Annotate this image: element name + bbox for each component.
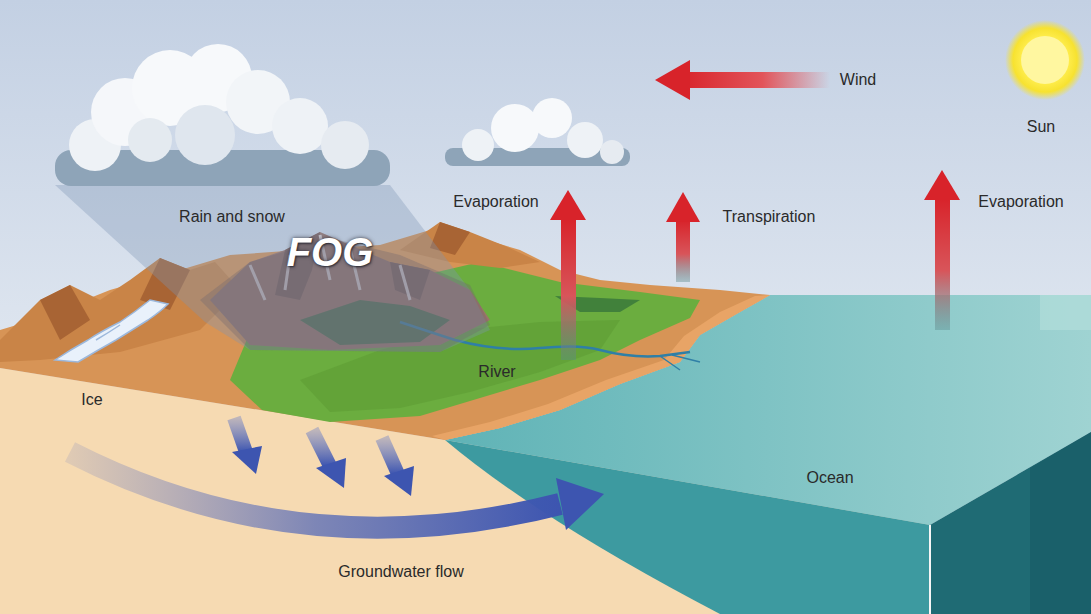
sun-part	[1021, 36, 1069, 84]
rain-snow-label: Rain and snow	[179, 208, 285, 225]
mountains-part	[40, 285, 90, 340]
clouds-part	[491, 104, 539, 152]
ocean-part	[930, 432, 1091, 614]
ice-label: Ice	[81, 391, 102, 408]
groundwater-arrows-part	[312, 430, 330, 466]
groundwater-label: Groundwater flow	[338, 563, 463, 580]
wind-arrow-part	[680, 72, 830, 88]
clouds-part	[321, 121, 369, 169]
groundwater-arrows-part	[382, 438, 398, 474]
clouds-part	[567, 122, 603, 158]
ocean-part	[1030, 432, 1091, 614]
ice-part	[96, 325, 120, 340]
ocean-label-box: Ocean	[806, 469, 853, 487]
evaporation-label: Evaporation	[978, 193, 1063, 210]
land	[0, 230, 770, 440]
groundwater-label-box: Groundwater flow	[338, 563, 463, 581]
groundwater-arrows-part	[70, 452, 560, 528]
clouds-part	[462, 129, 494, 161]
evaporation-label: Evaporation	[453, 193, 538, 210]
clouds-part	[128, 118, 172, 162]
sun	[1005, 20, 1085, 100]
evaporation-label-box: Evaporation	[978, 193, 1063, 211]
wind-arrow	[655, 60, 830, 100]
rain-and-fog-shading	[55, 185, 490, 352]
evaporation-label-box: Evaporation	[453, 193, 538, 211]
sun-label: Sun	[1027, 118, 1055, 135]
river-part	[660, 355, 700, 370]
clouds-part	[532, 98, 572, 138]
sun-part	[1005, 20, 1085, 100]
clouds-part	[272, 98, 328, 154]
groundwater-arrows-part	[316, 458, 346, 488]
evaporation-arrows-part	[924, 170, 960, 200]
ocean-part	[445, 440, 930, 614]
evaporation-arrows-part	[676, 220, 690, 282]
river-label: River	[478, 363, 515, 380]
wind-arrow-part	[655, 60, 690, 100]
groundwater-arrows-part	[384, 466, 414, 496]
clouds	[55, 44, 630, 186]
evaporation-arrows-part	[666, 192, 700, 222]
rain-snow-label-box: Rain and snow	[179, 208, 285, 226]
evaporation-arrows-part	[550, 190, 586, 220]
clouds-part	[175, 105, 235, 165]
transpiration-label-box: Transpiration	[723, 208, 816, 226]
groundwater-arrows-part	[234, 418, 246, 452]
fog-label: FOG	[287, 230, 374, 274]
groundwater-arrows-part	[556, 478, 604, 530]
wind-label-box: Wind	[840, 71, 876, 89]
clouds-part	[600, 140, 624, 164]
ocean-label: Ocean	[806, 469, 853, 486]
evaporation-arrows	[550, 170, 960, 360]
ice-label-box: Ice	[81, 391, 102, 409]
fog-label-box: FOG	[287, 230, 374, 275]
wind-label: Wind	[840, 71, 876, 88]
rain-and-fog-shading-part	[55, 185, 490, 352]
transpiration-label: Transpiration	[723, 208, 816, 225]
evaporation-arrows-part	[935, 198, 950, 330]
ocean-part	[1040, 295, 1091, 330]
ice-part	[55, 300, 168, 362]
sun-label-box: Sun	[1027, 118, 1055, 136]
ocean-part	[929, 525, 931, 614]
groundwater-arrows-part	[232, 446, 262, 474]
groundwater-arrows	[70, 418, 604, 530]
land-part	[0, 230, 770, 440]
river-label-box: River	[478, 363, 515, 381]
ice	[55, 300, 168, 362]
evaporation-arrows-part	[561, 218, 576, 360]
